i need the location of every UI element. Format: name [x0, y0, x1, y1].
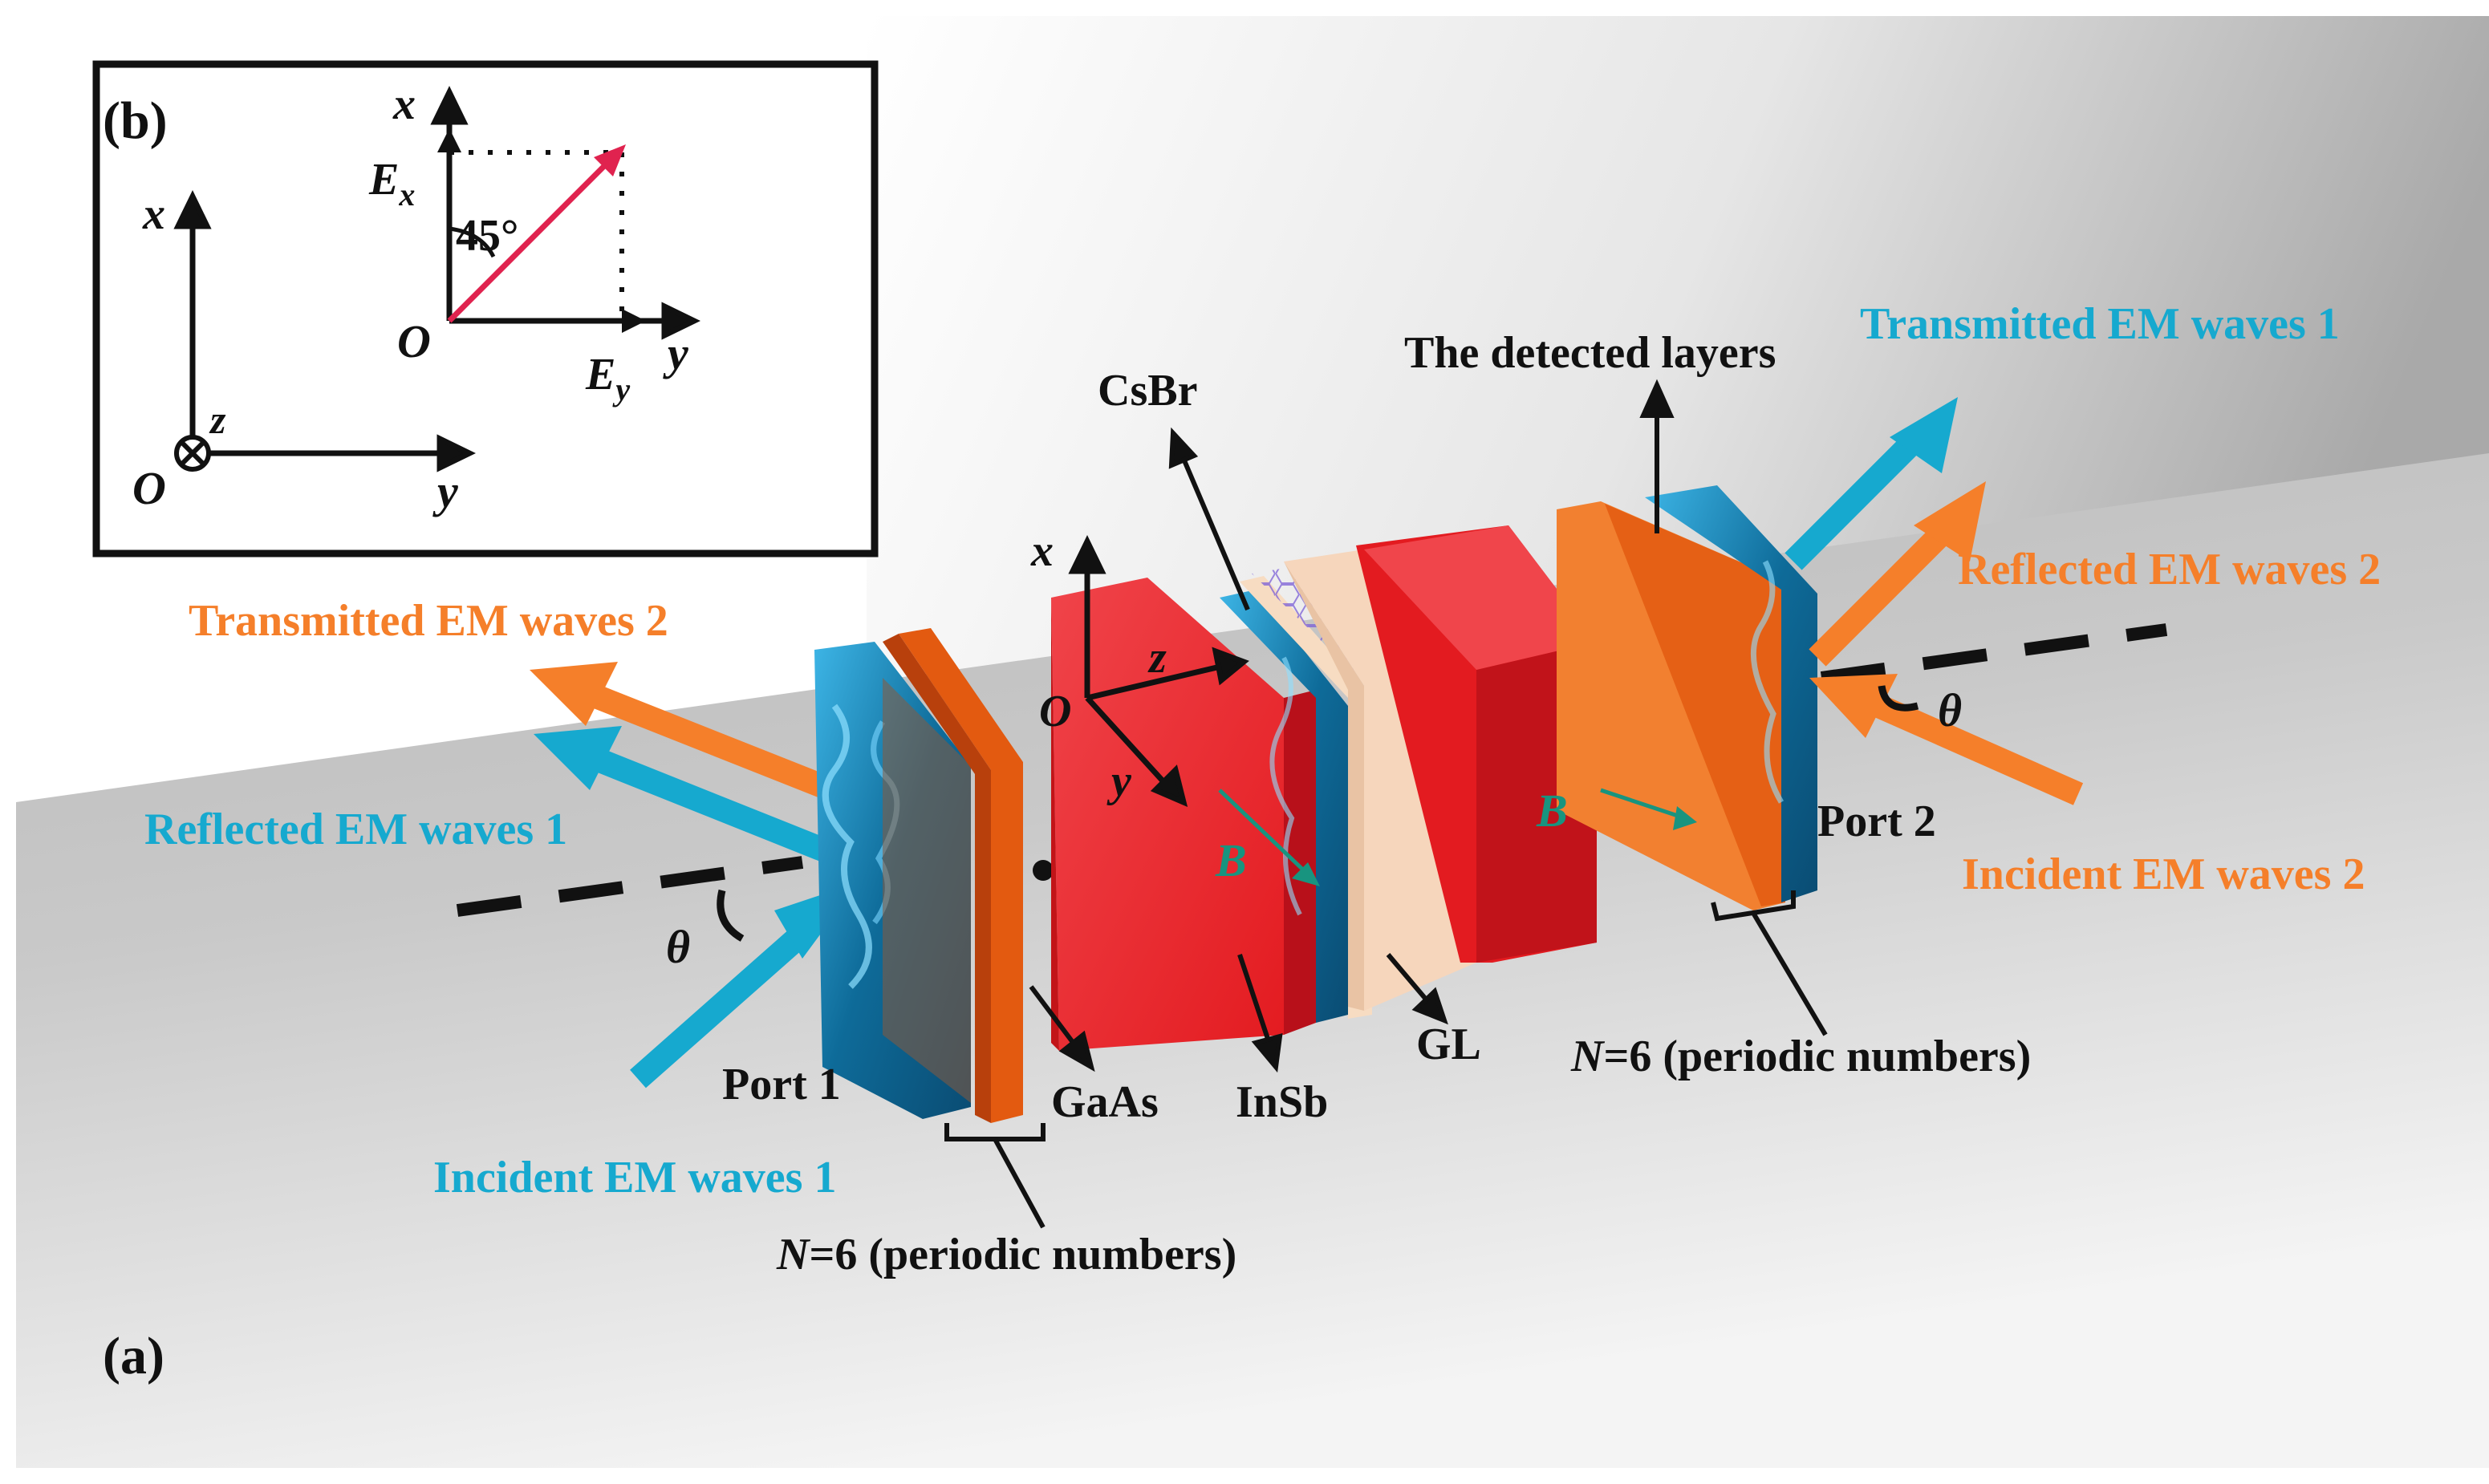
bracket-right — [1711, 890, 1828, 1036]
inset-main-x-label: x — [142, 189, 165, 239]
left-normal-line — [456, 856, 804, 917]
periodic-label-left: N=6 (periodic numbers) — [776, 1230, 1236, 1279]
axis-z-label-a: z — [1147, 633, 1167, 683]
insb-label: InSb — [1236, 1077, 1328, 1127]
axis-o-label-a: O — [1039, 687, 1071, 736]
inset-pol-o-label: O — [397, 315, 431, 367]
transmitted-wave-1-label: Transmitted EM waves 1 — [1860, 299, 2340, 349]
inset-pol-y-label: y — [663, 327, 688, 379]
detected-layers-label: The detected layers — [1404, 328, 1776, 378]
reflected-wave-1-label: Reflected EM waves 1 — [144, 805, 567, 854]
incident-wave-2-arrow — [1809, 674, 2084, 805]
inset-axes-main — [173, 189, 477, 472]
reflected-wave-2-arrow — [1809, 481, 1986, 667]
theta-label-right: θ — [1938, 684, 1962, 736]
panel-a-label: (a) — [103, 1327, 164, 1385]
port2-periodic-block — [1557, 485, 1817, 910]
gaas-label: GaAs — [1051, 1077, 1159, 1127]
incident-wave-1-label: Incident EM waves 1 — [433, 1153, 836, 1202]
angle-arc — [449, 226, 496, 258]
B-arrow-left — [1218, 789, 1320, 886]
axis-y-label-a: y — [1106, 756, 1132, 806]
coordinate-axes-a — [1068, 534, 1249, 807]
B-label-left: B — [1215, 834, 1247, 886]
axis-x-label-a: x — [1030, 526, 1054, 576]
inset-main-z-label: z — [209, 397, 226, 442]
panel-b-label: (b) — [103, 91, 168, 150]
port1-periodic-block — [814, 628, 1023, 1123]
B-label-right: B — [1536, 785, 1568, 837]
right-normal-line — [1820, 623, 2168, 684]
reflected-wave-1-arrow — [534, 726, 839, 866]
csbr-layer — [1240, 576, 1372, 1019]
incident-wave-2-label: Incident EM waves 2 — [1962, 849, 2365, 899]
port1-label: Port 1 — [722, 1060, 841, 1109]
insb-layer — [1220, 590, 1348, 1023]
inset-pol-x-label: x — [392, 79, 416, 129]
transmitted-wave-1-arrow — [1785, 397, 1958, 570]
inset-panel-b — [92, 60, 879, 558]
theta-arc-left — [717, 889, 745, 942]
periodic-label-right: N=6 (periodic numbers) — [1570, 1032, 2031, 1081]
inset-main-y-label: y — [432, 465, 458, 517]
theta-label-left: θ — [666, 921, 690, 973]
port2-label: Port 2 — [1817, 797, 1936, 846]
Ex-label: Ex — [368, 155, 415, 213]
gl-label: GL — [1416, 1020, 1481, 1069]
reflected-wave-2-label: Reflected EM waves 2 — [1958, 545, 2381, 594]
bracket-left — [944, 1123, 1046, 1229]
callout-lines — [1029, 379, 1675, 1073]
red-layer-left — [1051, 578, 1316, 1051]
Ey-label: Ey — [585, 350, 630, 407]
transmitted-wave-2-arrow — [530, 662, 847, 805]
inset-main-o-label: O — [132, 462, 166, 514]
B-arrow-right — [1600, 788, 1697, 830]
theta-arc-right — [1878, 685, 1919, 712]
csbr-label: CsBr — [1098, 366, 1197, 416]
angle-45-label: 45° — [456, 211, 518, 261]
transmitted-wave-2-label: Transmitted EM waves 2 — [189, 596, 668, 646]
polarization-vector — [447, 162, 608, 323]
